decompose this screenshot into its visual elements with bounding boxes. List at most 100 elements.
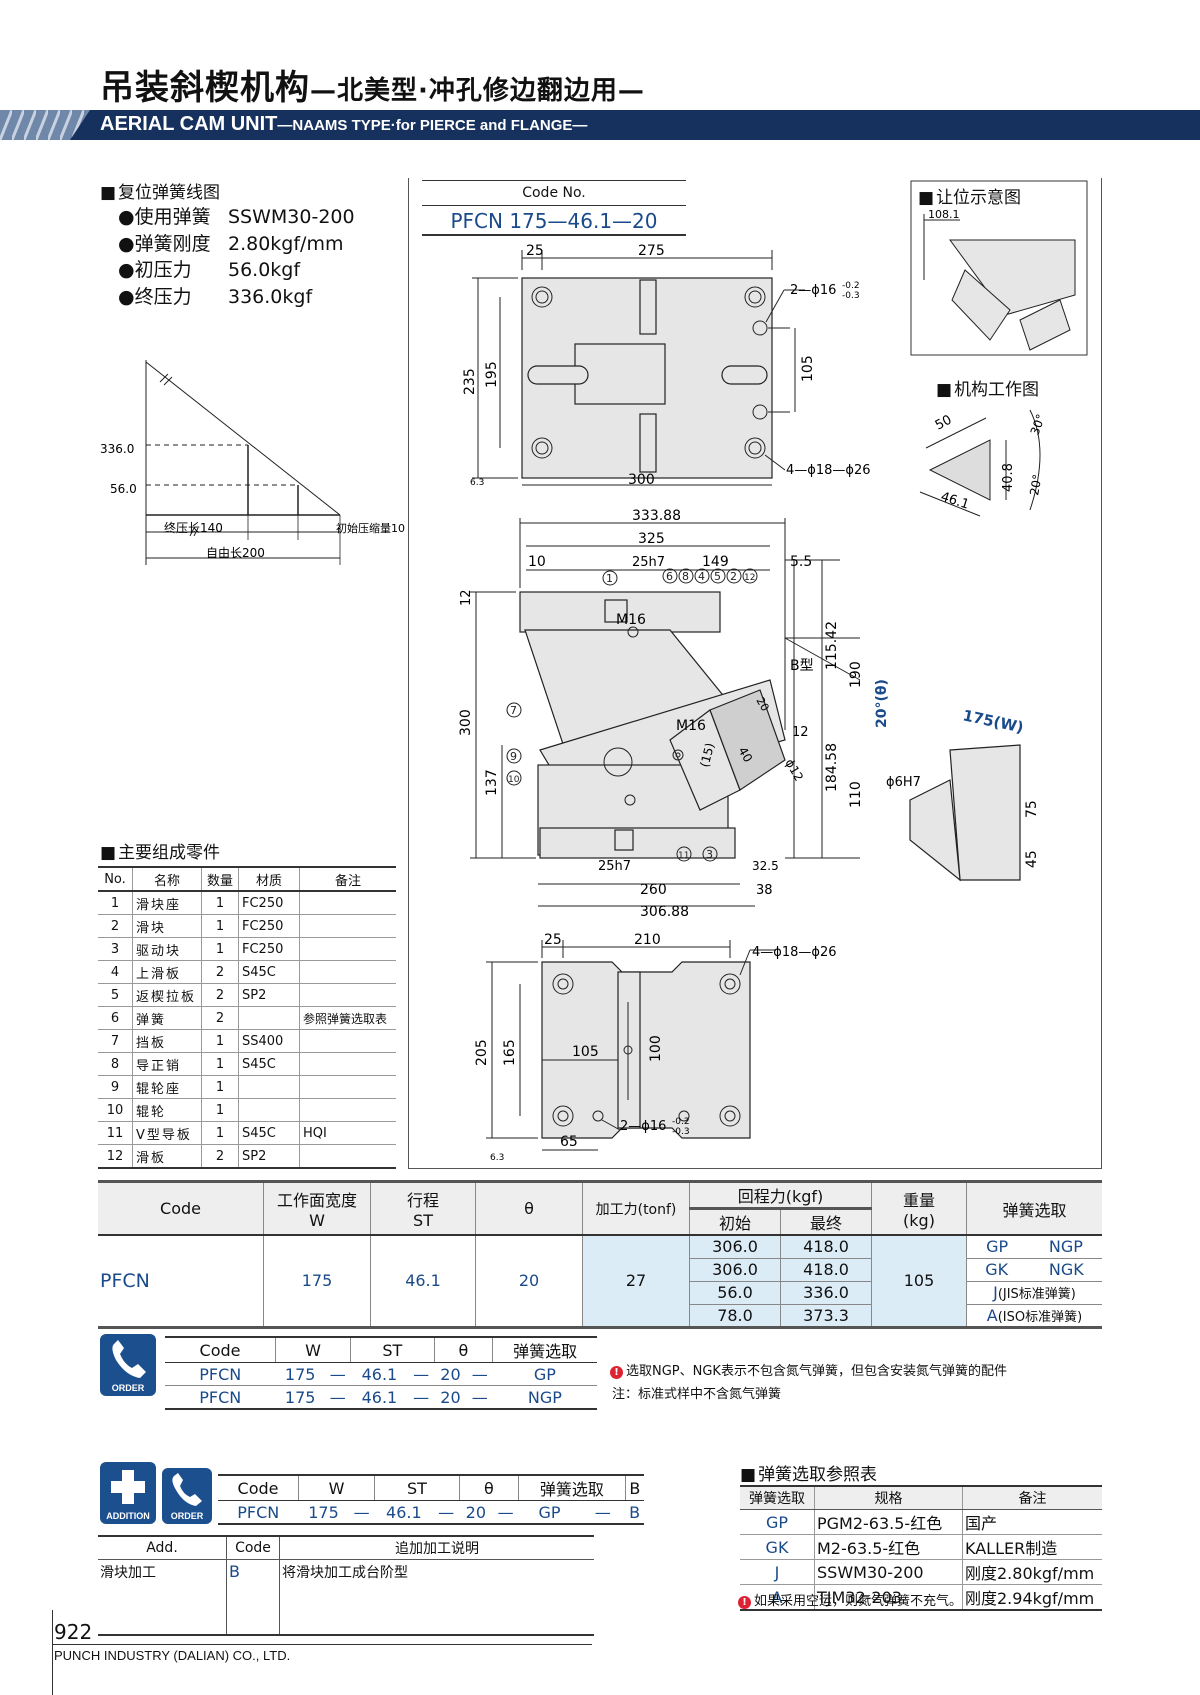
dim-mid-333: 333.88 [632,508,681,524]
cell: 46.1 [350,1385,409,1410]
table-row: 306.0 418.0 GK NGK [98,1258,1102,1282]
label-m16-lower: M16 [676,718,706,734]
dim-bot-hole2: 2—ϕ16 [620,1119,666,1134]
order-note-1: !选取NGP、NGK表示不包含氮气弹簧，但包含安装氮气弹簧的配件 [610,1360,1007,1379]
spec-init: 306.0 [689,1235,781,1259]
cell: 4 [98,960,133,984]
balloon-10: 10 [508,775,520,785]
cell: SSWM30-200 [814,1559,963,1585]
cell: — [348,1500,375,1525]
addition-header-row: Code W ST θ 弹簧选取 B [218,1474,644,1501]
dim-bot-tol2: -0.3 [672,1127,690,1137]
table-row: 56.0 336.0 J(JIS标准弹簧) [98,1281,1102,1305]
spec-h-w-2: W [309,1211,325,1230]
cell: V型导板 [132,1121,202,1145]
spec-final: 373.3 [780,1304,872,1329]
dim-mid-38: 38 [756,883,773,898]
cell: — [466,1385,493,1410]
addition-tbl-header: Add. Code 追加加工说明 [98,1535,594,1560]
cell: 46.1 [374,1500,433,1525]
cell: 辊轮 [132,1098,202,1122]
cell: J [740,1559,815,1585]
cell: 1 [201,937,239,961]
cell: 3 [98,937,133,961]
dim-mid-12b: 12 [792,725,809,740]
spec-final: 336.0 [780,1281,872,1305]
cell: 1 [201,891,239,915]
dim-top-hole2: 2—ϕ16 [790,283,836,298]
dim-bot-105: 105 [572,1044,599,1060]
spec-h-st-2: ST [413,1211,433,1230]
ref-col-spec: 规格 [814,1485,963,1510]
spec-key: 终压力 [118,284,228,311]
balloon-6: 6 [666,570,673,583]
dim-mid-45: 45 [1024,850,1040,868]
cell: S45C [238,960,300,984]
cell: 10 [98,1098,133,1122]
company-name: PUNCH INDUSTRY (DALIAN) CO., LTD. [54,1648,291,1663]
dim-top-195: 195 [484,361,500,388]
balloon-11: 11 [678,851,689,861]
cell: 弹簧 [132,1006,202,1030]
dim-mid-110: 110 [848,781,864,808]
clearance-inset: 108.1 [910,180,1088,356]
working-dim-40-8: 40.8 [1001,463,1016,492]
spring-ref-heading: 弹簧选取参照表 [740,1460,877,1485]
cell: 滑块加工 [98,1559,227,1636]
spec-final: 418.0 [780,1235,872,1259]
dim-mid-25h7: 25h7 [632,555,665,570]
spec-spring: A(ISO标准弹簧) [966,1304,1102,1329]
cell: HQI [299,1121,396,1145]
parts-col-no: No. [98,866,133,892]
dim-mid-306: 306.88 [640,904,689,920]
balloon-8: 8 [682,570,689,583]
cell: 1 [201,1052,239,1076]
dim-mid-32-5: 32.5 [752,859,779,873]
order-h-theta: θ [433,1336,493,1363]
add-h-spring: 弹簧选取 [518,1474,626,1501]
parts-col-remark: 备注 [299,866,396,892]
parts-col-material: 材质 [238,866,300,892]
cell: 9 [98,1075,133,1099]
dim-mid-75: 75 [1024,800,1040,818]
spec-value: 336.0kgf [228,285,313,308]
spring-code-alt: NGP [1048,1237,1083,1257]
cell: 刚度2.94kgf/mm [962,1584,1102,1611]
cell: 滑块座 [132,891,202,915]
dim-free-length: 自由长200 [206,546,265,560]
dim-mid-12: 12 [459,589,474,606]
spec-value: 56.0kgf [228,259,301,281]
dim-top-tol1: -0.2 [842,281,860,291]
title-cn-sub: —北美型·冲孔修边翻边用— [310,76,645,106]
order-icon-small-label: ORDER [170,1511,204,1521]
dim-mid-phi6h7: ϕ6H7 [886,775,921,790]
parts-col-name: 名称 [132,866,202,892]
ref-header-row: 弹簧选取 规格 备注 [740,1485,1102,1510]
add-h-theta: θ [458,1474,519,1501]
dim-mid-325: 325 [638,531,665,547]
spec-init: 56.0 [689,1281,781,1305]
cell: 2 [98,914,133,938]
dim-bot-tol1: -0.2 [672,1117,690,1127]
bottom-view-drawing: 25 210 4—ϕ18—ϕ26 205 165 105 100 2—ϕ16 -… [474,932,837,1163]
dim-mid-190: 190 [848,661,864,688]
order-h-w: W [274,1336,351,1363]
cell: TJM32-203 [814,1584,963,1611]
cell [299,1098,396,1122]
cell [299,914,396,938]
dim-bot-165: 165 [502,1039,518,1066]
cell: — [324,1385,351,1410]
code-no-box: Code No. PFCN 175—46.1—20 [422,180,686,236]
working-dim-46-1: 46.1 [939,490,971,513]
spring-ref-note: !如果采用空运，则氮气弹簧不充气。 [738,1590,962,1609]
cell: NGP [492,1385,597,1410]
cell: 2 [201,1006,239,1030]
cell: 6 [98,1006,133,1030]
clearance-heading: 让位示意图 [918,183,1021,208]
cell: PFCN [218,1500,299,1525]
